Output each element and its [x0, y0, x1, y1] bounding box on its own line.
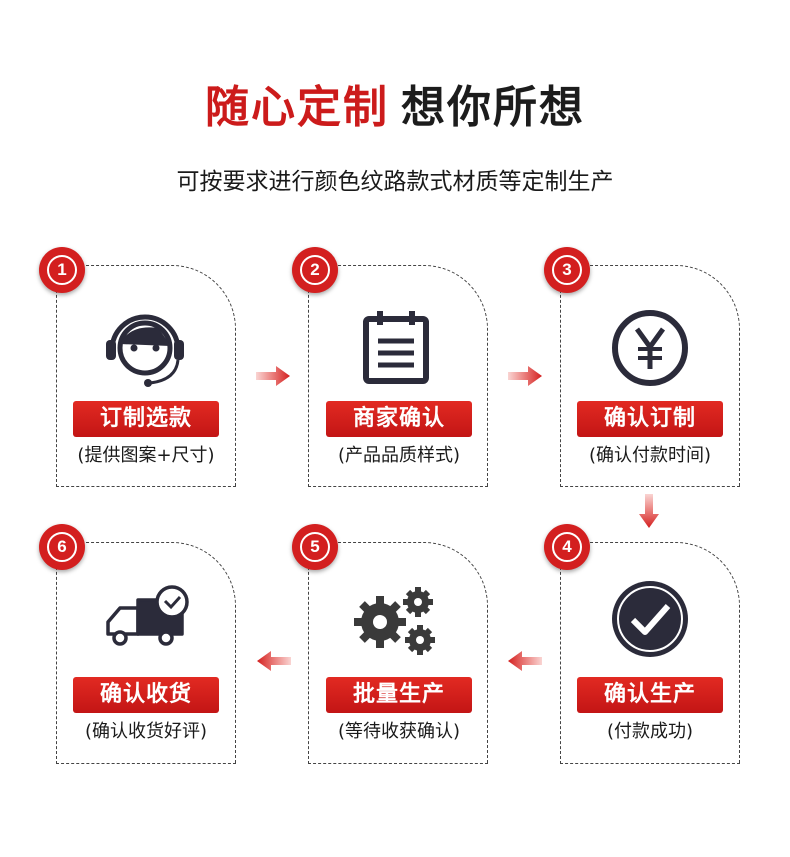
- step-desc-6: (确认收货好评): [84, 721, 208, 742]
- step-number-badge-1: 1: [39, 247, 85, 293]
- title-black: 想你所想: [401, 82, 585, 133]
- step-desc-5: (等待收获确认): [337, 721, 461, 742]
- delivery-truck-icon: [106, 585, 189, 646]
- step-title-3: 确认订制: [577, 401, 723, 437]
- step-card-5: [308, 542, 488, 764]
- step-card-3: [560, 265, 740, 487]
- step-title-4: 确认生产: [577, 677, 723, 713]
- step-card-1: [56, 265, 236, 487]
- step-title-1: 订制选款: [73, 401, 219, 437]
- page-title: 随心定制想你所想: [0, 78, 790, 138]
- arrow-down-icon: [639, 494, 659, 528]
- step-desc-1: (提供图案+尺寸): [77, 445, 215, 466]
- step-card-2: [308, 265, 488, 487]
- step-desc-2: (产品品质样式): [337, 445, 461, 466]
- step-number-badge-4: 4: [544, 524, 590, 570]
- step-desc-3: (确认付款时间): [588, 445, 712, 466]
- arrow-right-icon: [508, 366, 542, 386]
- check-circle-icon: [612, 581, 688, 657]
- step-title-5: 批量生产: [326, 677, 472, 713]
- step-desc-4: (付款成功): [606, 721, 694, 742]
- arrow-left-icon: [257, 651, 291, 671]
- title-red: 随心定制: [205, 82, 389, 133]
- yen-icon: [612, 310, 688, 386]
- step-number-badge-2: 2: [292, 247, 338, 293]
- step-number-badge-3: 3: [544, 247, 590, 293]
- step-number-badge-6: 6: [39, 524, 85, 570]
- gears-icon: [354, 587, 435, 655]
- step-number-badge-5: 5: [292, 524, 338, 570]
- step-title-6: 确认收货: [73, 677, 219, 713]
- step-card-4: [560, 542, 740, 764]
- calendar-list-icon: [363, 311, 429, 384]
- arrow-left-icon: [508, 651, 542, 671]
- arrow-right-icon: [256, 366, 290, 386]
- customer-service-icon: [106, 314, 184, 387]
- step-card-6: [56, 542, 236, 764]
- step-title-2: 商家确认: [326, 401, 472, 437]
- page-subtitle: 可按要求进行颜色纹路款式材质等定制生产: [176, 169, 614, 195]
